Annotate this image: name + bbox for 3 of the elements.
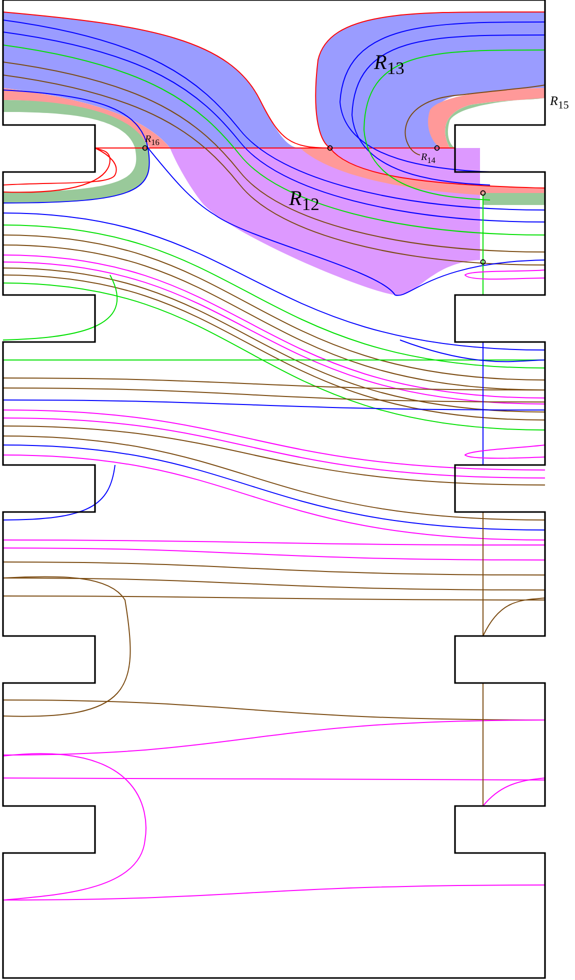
region-label: R$_{15}$ — [550, 94, 569, 112]
region-label: R$_{14}$ — [421, 153, 436, 166]
region-label: R$_{16}$ — [145, 135, 160, 148]
